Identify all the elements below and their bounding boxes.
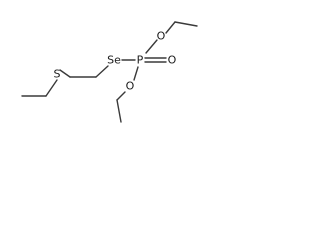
bond-ch2-s <box>59 69 71 78</box>
molecule-structure-diagram: Se P O O O S <box>21 21 198 123</box>
bond-p-o-lower <box>133 66 139 81</box>
bond-p-o-upper <box>145 39 158 54</box>
bond-se-ch2 <box>95 65 109 78</box>
atom-se-label: Se <box>107 54 121 67</box>
bond-o-lower-ch2 <box>116 91 126 101</box>
atom-p-label: P <box>137 54 144 67</box>
bond-o-upper-ch2 <box>165 21 176 34</box>
atom-s-label: S <box>54 68 61 81</box>
atom-o-lower-label: O <box>126 80 135 93</box>
atom-o-double-label: O <box>168 54 177 67</box>
bond-upper-ch2-ch3 <box>174 21 198 27</box>
bond-lower-ch2-ch3 <box>116 99 122 123</box>
bond-s-ch2 <box>45 79 58 97</box>
atom-o-upper-label: O <box>157 30 166 43</box>
